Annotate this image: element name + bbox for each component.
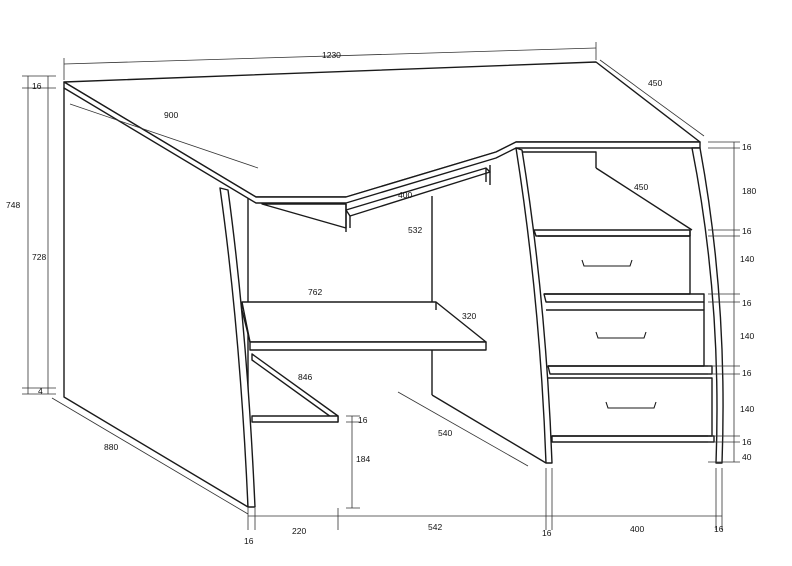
keyboard-shelf — [261, 203, 347, 229]
pedestal-top-inner — [522, 151, 597, 168]
dimension-lines — [22, 42, 740, 530]
dim-return-length: 900 — [164, 110, 178, 120]
middle-shelf — [241, 301, 487, 343]
dim-plinth: 4 — [38, 386, 43, 396]
dim-keyboard-shelf-depth: 532 — [408, 225, 422, 235]
dim-pedestal-right-thickness: 16 — [714, 524, 724, 534]
drawer-3 — [548, 377, 713, 437]
pedestal-shelf-1 — [533, 229, 691, 237]
dim-base-clearance: 40 — [742, 452, 752, 462]
drawer-2 — [546, 309, 705, 367]
dim-brace-height: 184 — [356, 454, 370, 464]
dim-left-panel-thickness: 16 — [244, 536, 254, 546]
dim-diagonal-brace: 846 — [298, 372, 312, 382]
dim-knee-space: 542 — [428, 522, 442, 532]
dim-drawer1-height: 140 — [740, 254, 754, 264]
dim-pedestal-top-depth: 450 — [634, 182, 648, 192]
pedestal-shelf-bottom — [551, 435, 715, 443]
pedestal-left-panel — [515, 147, 553, 464]
dim-top-depth-right: 450 — [648, 78, 662, 88]
dim-top-length: 1230 — [322, 50, 341, 60]
dim-shelf-depth: 320 — [462, 311, 476, 321]
dim-upper-open-height: 180 — [742, 186, 756, 196]
drawer-1 — [538, 235, 691, 295]
dim-drawer3-height: 140 — [740, 404, 754, 414]
dim-pedestal-panel-thickness: 16 — [542, 528, 552, 538]
dim-top-thickness-left: 16 — [32, 81, 42, 91]
dim-drawer2-height: 140 — [740, 331, 754, 341]
dimension-labels: 1230 450 16 748 728 4 900 400 532 450 76… — [6, 50, 756, 546]
desk-linework — [63, 61, 724, 508]
dim-side-height: 728 — [32, 252, 46, 262]
drawer-2-handle — [595, 331, 647, 339]
dim-inner-offset: 220 — [292, 526, 306, 536]
pedestal-side — [431, 394, 547, 464]
dim-keyboard-shelf-width: 400 — [398, 190, 412, 200]
dim-shelf3-thickness: 16 — [742, 368, 752, 378]
dim-pedestal-depth: 540 — [438, 428, 452, 438]
pedestal-shelf-2 — [543, 293, 705, 303]
dim-right-top-thickness: 16 — [742, 142, 752, 152]
dim-total-height: 748 — [6, 200, 20, 210]
pedestal-right-panel — [691, 147, 724, 464]
dim-shelf2-thickness: 16 — [742, 298, 752, 308]
dim-shelf1-thickness: 16 — [742, 226, 752, 236]
dim-brace-thickness: 16 — [358, 415, 368, 425]
drawer-1-handle — [581, 259, 633, 267]
dim-base-depth: 880 — [104, 442, 118, 452]
dim-pedestal-width: 400 — [630, 524, 644, 534]
dim-shelf-width: 762 — [308, 287, 322, 297]
pedestal-shelf-3 — [547, 365, 713, 375]
drawer-3-handle — [605, 401, 657, 409]
left-curved-leg — [219, 187, 256, 508]
diagonal-brace — [251, 353, 339, 423]
dim-bottom-shelf-thickness: 16 — [742, 437, 752, 447]
